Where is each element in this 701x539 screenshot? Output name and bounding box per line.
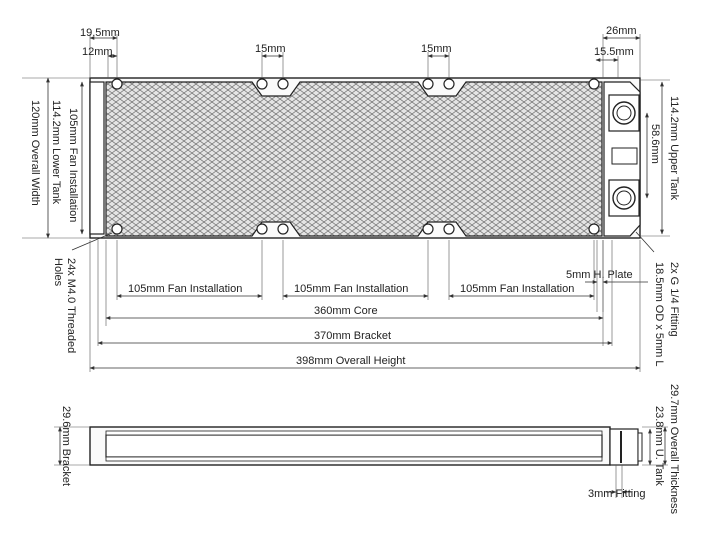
threaded-hole bbox=[111, 78, 123, 90]
dim-fan-install-1: 105mm Fan Installation bbox=[128, 283, 242, 295]
side-fitting bbox=[637, 432, 643, 462]
dim-side-fitting: 3mm Fitting bbox=[588, 488, 645, 500]
fin-core bbox=[105, 81, 603, 237]
threaded-hole bbox=[422, 78, 434, 90]
dim-u-tank: 23.8mm U. Tank bbox=[653, 406, 665, 486]
dim-fan-install-3: 105mm Fan Installation bbox=[460, 283, 574, 295]
side-core bbox=[105, 434, 603, 458]
threaded-holes-label: 24x M4.0 Threaded bbox=[65, 258, 77, 353]
threaded-hole bbox=[277, 78, 289, 90]
lower-tank bbox=[89, 81, 105, 235]
dim-core: 360mm Core bbox=[314, 305, 378, 317]
dim-right-margin-inner: 15.5mm bbox=[594, 46, 634, 58]
threaded-hole bbox=[111, 223, 123, 235]
dim-overall-height: 398mm Overall Height bbox=[296, 355, 405, 367]
dim-hole-spacing-1: 15mm bbox=[255, 43, 286, 55]
threaded-hole bbox=[443, 223, 455, 235]
dim-bracket: 370mm Bracket bbox=[314, 330, 391, 342]
threaded-holes-label-2: Holes bbox=[52, 258, 64, 287]
side-view: 29.6mm Bracket 29.7mm Overall Thickness … bbox=[54, 384, 680, 515]
threaded-hole bbox=[443, 78, 455, 90]
dim-overall-width: 120mm Overall Width bbox=[29, 100, 41, 206]
side-upper-tank bbox=[609, 428, 639, 466]
threaded-hole bbox=[277, 223, 289, 235]
dim-hole-spacing-2: 15mm bbox=[421, 43, 452, 55]
dim-upper-tank: 114.2mm Upper Tank bbox=[668, 96, 680, 201]
dim-fan-installation-width: 105mm Fan Installation bbox=[67, 108, 79, 222]
fitting-spec-label: 2x G 1/4 Fitting bbox=[668, 262, 680, 337]
dim-h-plate: 5mm H. Plate bbox=[566, 269, 633, 281]
threaded-hole bbox=[422, 223, 434, 235]
dim-right-margin-outer: 26mm bbox=[606, 25, 637, 37]
top-view: 19.5mm 12mm 15mm 15mm 26mm 15.5mm 120mm … bbox=[22, 25, 680, 372]
dim-overall-thickness: 29.7mm Overall Thickness bbox=[668, 384, 680, 515]
threaded-hole bbox=[256, 223, 268, 235]
threaded-hole bbox=[588, 223, 600, 235]
dim-side-margin-outer: 19.5mm bbox=[80, 27, 120, 39]
dim-fan-install-2: 105mm Fan Installation bbox=[294, 283, 408, 295]
threaded-hole bbox=[588, 78, 600, 90]
dim-lower-tank: 114.2mm Lower Tank bbox=[50, 100, 62, 205]
fitting-spec-label-2: 18.5mm OD x 5mm L bbox=[653, 262, 665, 367]
dim-side-margin-inner: 12mm bbox=[82, 46, 113, 58]
dim-fitting-spacing: 58.6mm bbox=[649, 124, 661, 164]
dim-side-bracket: 29.6mm Bracket bbox=[60, 406, 72, 486]
threaded-hole bbox=[256, 78, 268, 90]
